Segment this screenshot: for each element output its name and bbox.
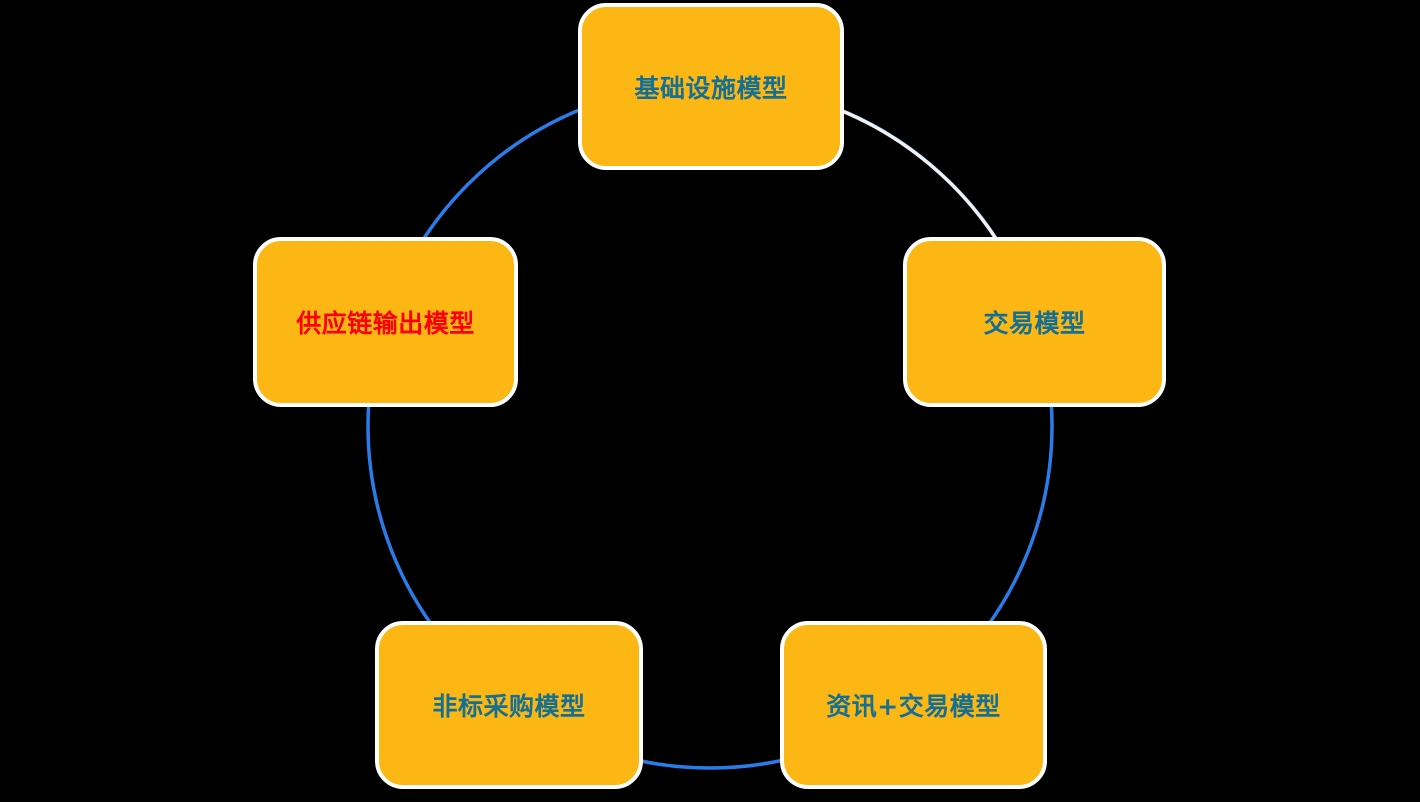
node-trading-model: 交易模型: [903, 237, 1166, 407]
node-trading-model-label: 交易模型: [983, 309, 1086, 338]
node-supply-chain-output-model: 供应链输出模型: [253, 237, 518, 407]
node-non-standard-procurement-model: 非标采购模型: [375, 621, 643, 789]
node-non-standard-procurement-model-label: 非标采购模型: [432, 692, 586, 721]
node-info-plus-trading-model-label: 资讯+交易模型: [826, 692, 1001, 721]
node-infrastructure-model: 基础设施模型: [578, 3, 844, 170]
node-info-plus-trading-model: 资讯+交易模型: [780, 621, 1047, 789]
node-infrastructure-model-label: 基础设施模型: [634, 73, 788, 103]
node-supply-chain-output-model-label: 供应链输出模型: [296, 309, 475, 338]
